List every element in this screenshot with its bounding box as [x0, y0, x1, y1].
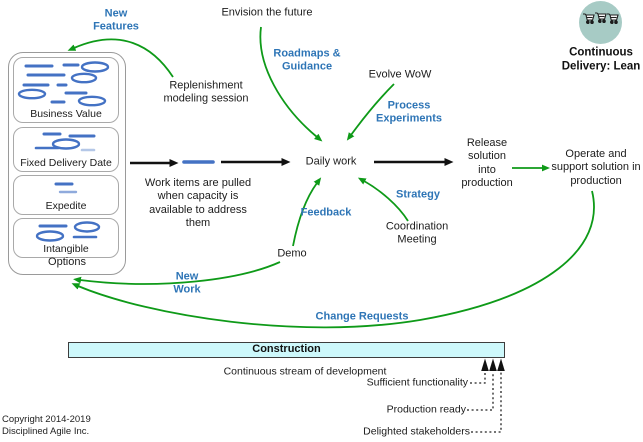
node-replenishment-session: Replenishment modeling session — [163, 79, 249, 105]
work-items-glyph — [35, 221, 101, 242]
work-items-glyph — [54, 182, 78, 194]
box-label: Intangible — [43, 243, 89, 255]
arrow-coordination-to-daily-work — [357, 177, 409, 222]
arrow-demo-new-work-to-options — [73, 261, 281, 285]
options-panel-label: Options — [48, 256, 86, 268]
box-intangible: Intangible — [13, 218, 119, 258]
box-label: Fixed Delivery Date — [20, 157, 112, 169]
arrow-envision-to-daily-work — [259, 26, 323, 142]
node-envision-the-future: Envision the future — [221, 6, 313, 19]
milestone-arrowhead-1 — [481, 358, 489, 371]
node-demo: Demo — [277, 247, 307, 260]
flow-label-new-features: New Features — [93, 7, 139, 33]
lifecycle-badge-title: Continuous Delivery: Lean — [561, 46, 641, 73]
node-coordination-meeting: Coordination Meeting — [385, 220, 449, 246]
node-operate-support: Operate and support solution in producti… — [551, 147, 641, 187]
work-items-glyph — [17, 61, 110, 107]
arrow-demo-to-daily-work — [292, 177, 322, 247]
shopping-carts-icon — [583, 12, 619, 24]
milestone-delighted-stakeholders: Delighted stakeholders — [363, 425, 470, 438]
milestone-arrowhead-2 — [489, 358, 497, 371]
box-expedite: Expedite — [13, 175, 119, 215]
node-daily-work: Daily work — [305, 155, 357, 168]
note-work-items-pulled: Work items are pulled when capacity is a… — [144, 177, 252, 230]
flow-label-change-requests: Change Requests — [315, 310, 409, 323]
milestone-arrowhead-3 — [497, 358, 505, 371]
copyright-notice: Copyright 2014-2019 Disciplined Agile In… — [2, 414, 91, 438]
box-label: Business Value — [30, 108, 102, 120]
work-items-glyph — [34, 132, 96, 152]
milestone-sufficient-functionality: Sufficient functionality — [366, 376, 468, 389]
flow-label-strategy: Strategy — [395, 188, 441, 201]
construction-phase-label: Construction — [252, 343, 321, 355]
construction-phase-bar: Construction — [68, 342, 505, 358]
flow-label-process-experiments: Process Experiments — [375, 99, 443, 125]
box-label: Expedite — [45, 200, 87, 212]
flow-label-new-work: New Work — [173, 270, 201, 296]
node-evolve-wow: Evolve WoW — [368, 68, 432, 81]
milestone-leader-delighted-stakeholders — [471, 372, 502, 433]
box-business-value: Business Value — [13, 57, 119, 123]
continuous-stream-label: Continuous stream of development — [223, 365, 387, 378]
flow-label-feedback: Feedback — [300, 206, 352, 219]
arrow-replenishment-to-options — [67, 38, 174, 78]
milestone-leader-sufficient-functionality — [470, 372, 486, 384]
arrow-evolve-wow-to-daily-work — [346, 83, 395, 141]
flow-label-roadmaps-guidance: Roadmaps & Guidance — [273, 47, 341, 73]
options-panel: Business Value Fixed Delivery Date — [8, 52, 126, 275]
milestone-leader-production-ready — [467, 372, 494, 411]
arrow-operate-change-requests-to-options — [71, 190, 595, 329]
node-release-solution: Release solution into production — [461, 137, 513, 190]
box-fixed-delivery-date: Fixed Delivery Date — [13, 127, 119, 172]
milestone-production-ready: Production ready — [386, 403, 466, 416]
lifecycle-badge-circle — [579, 1, 622, 44]
